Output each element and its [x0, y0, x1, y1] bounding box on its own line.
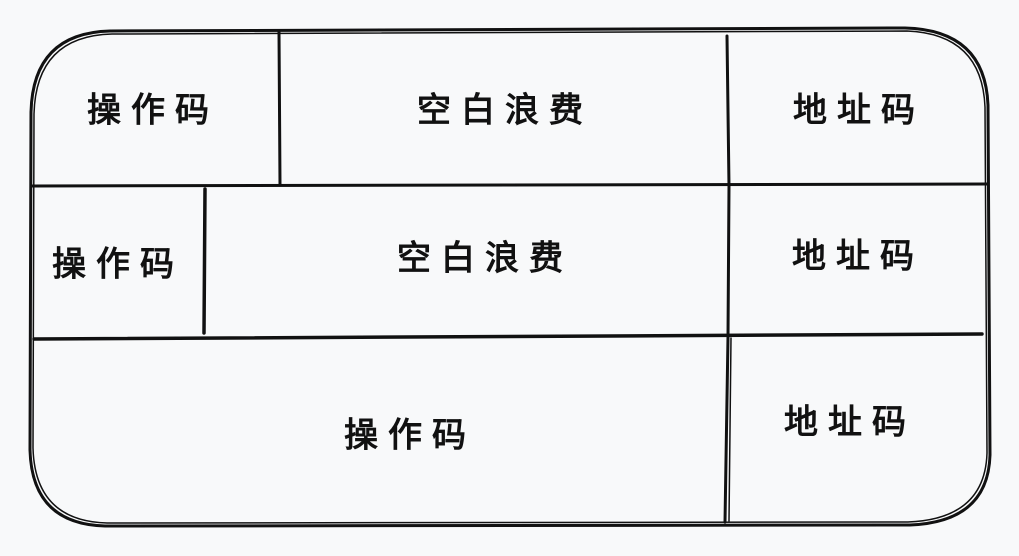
row-divider-2 [32, 332, 984, 341]
address-column-divider [723, 34, 731, 524]
address-column-divider-trace [728, 337, 732, 522]
row-divider-1 [30, 182, 990, 188]
row2-opcode-label: 操作码 [52, 245, 184, 285]
row2-address-label: 地址码 [792, 237, 924, 277]
row2-opcode-divider [202, 187, 207, 335]
row1-padding-label: 空白浪费 [417, 91, 593, 131]
row3-address-label: 地址码 [784, 403, 916, 443]
outer-border-trace [32, 30, 988, 524]
row1-opcode-divider [277, 30, 282, 186]
row1-address-label: 地址码 [793, 91, 925, 131]
row2-padding-label: 空白浪费 [397, 239, 573, 279]
row1-opcode-label: 操作码 [87, 91, 219, 131]
row3-opcode-label: 操作码 [344, 416, 476, 456]
outer-border [28, 26, 992, 528]
